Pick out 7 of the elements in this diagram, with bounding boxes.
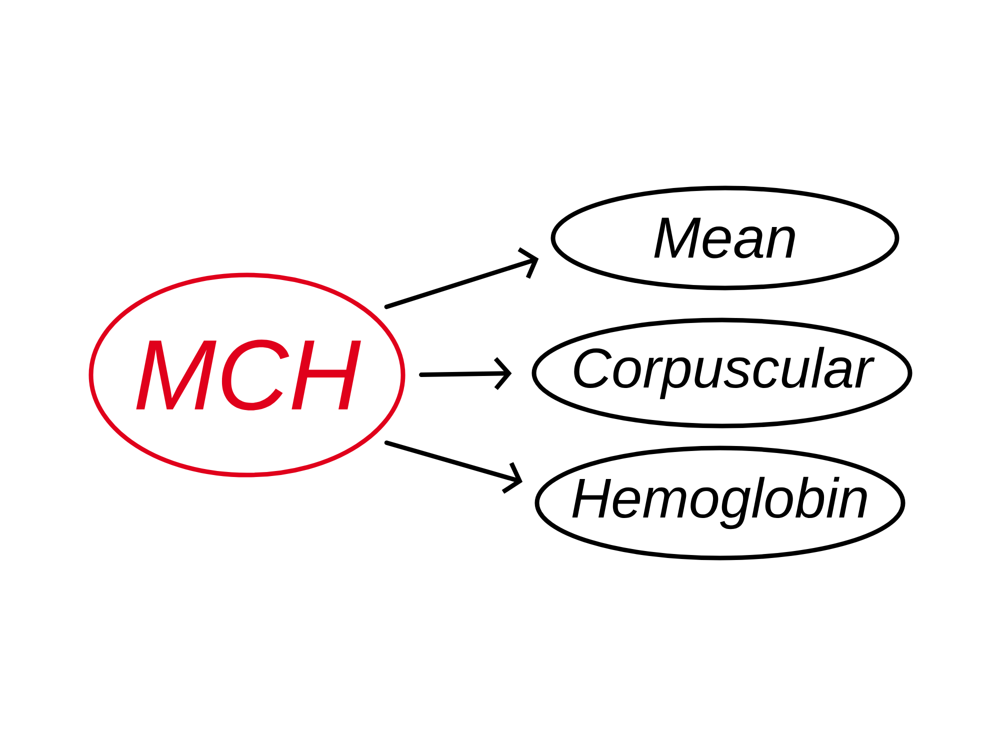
ellipse-node: Corpuscular xyxy=(532,318,912,428)
arrow xyxy=(419,357,512,390)
ellipse-node: MCH xyxy=(88,272,406,478)
arrow xyxy=(384,247,539,310)
ellipse-node: Hemoglobin xyxy=(534,446,906,560)
ellipse-node: Mean xyxy=(550,186,900,290)
arrow xyxy=(384,440,523,494)
